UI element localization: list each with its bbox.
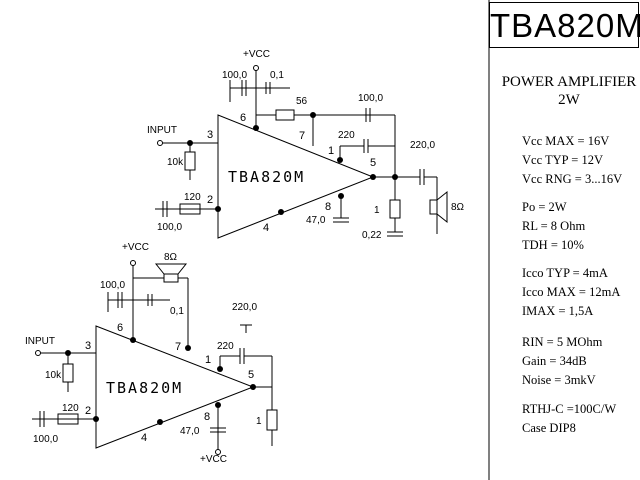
- c-supply2-bottom-label: 0,1: [170, 306, 184, 317]
- c220-top-label: 220: [338, 130, 355, 141]
- input-bottom-terminal: [35, 350, 41, 356]
- c-supply-top-label: 100,0: [222, 70, 247, 81]
- c-fb-top-label: 100,0: [157, 222, 182, 233]
- pin1-top: 1: [328, 145, 334, 157]
- spec-icco-typ: Icco TYP = 4mA: [522, 266, 608, 280]
- input-top-label: INPUT: [147, 125, 177, 136]
- spec-rin: RIN = 5 MOhm: [522, 335, 603, 349]
- pin3-bottom: 3: [85, 340, 91, 352]
- spec-rthj: RTHJ-C =100C/W: [522, 402, 617, 416]
- pin2-bottom: 2: [85, 405, 91, 417]
- pin7-bottom: 7: [175, 341, 181, 353]
- r1-top-label: 1: [374, 205, 380, 216]
- speaker-top-label: 8Ω: [451, 202, 465, 213]
- pin2-top: 2: [207, 194, 213, 206]
- speaker-bottom-label: 8Ω: [164, 252, 178, 263]
- pin6-node-top: [253, 125, 259, 131]
- vcc-top-terminal: [253, 65, 259, 71]
- input-bottom-label: INPUT: [25, 336, 55, 347]
- pin6-top: 6: [240, 112, 246, 124]
- chip-top-triangle: [217, 114, 375, 239]
- pin7-top: 7: [299, 130, 305, 142]
- r1-top: [389, 199, 401, 219]
- pin8-top: 8: [325, 201, 331, 213]
- c-supply2-top-label: 0,1: [270, 70, 284, 81]
- spec-vcc-typ: Vcc TYP = 12V: [522, 153, 603, 167]
- c220-bottom-label: 220: [217, 341, 234, 352]
- pin4-bottom: 4: [141, 432, 147, 444]
- speaker-top: [429, 199, 438, 215]
- heading-line-1: POWER AMPLIFIER: [501, 74, 637, 90]
- c47-top-label: 47,0: [306, 215, 326, 226]
- r120-bottom-label: 120: [62, 403, 79, 414]
- heading-line-2: 2W: [558, 92, 580, 108]
- r1-bottom: [266, 409, 278, 431]
- r10k-bottom: [62, 363, 74, 383]
- r120-top-label: 120: [184, 192, 201, 203]
- pin6-bottom: 6: [117, 322, 123, 334]
- r10k-top: [184, 151, 196, 171]
- r10k-top-label: 10k: [167, 157, 184, 168]
- chip-bottom-triangle: [95, 325, 255, 449]
- pin5-bottom: 5: [248, 369, 254, 381]
- vcc-bottom-bottom-terminal: [215, 449, 221, 455]
- r56-top-label: 56: [296, 96, 308, 107]
- chip-top-label: TBA820M: [228, 168, 305, 186]
- pin5-top: 5: [370, 157, 376, 169]
- speaker-bottom: [163, 273, 179, 283]
- r1-bottom-label: 1: [256, 416, 262, 427]
- pin1-bottom: 1: [205, 354, 211, 366]
- spec-vcc-range: Vcc RNG = 3...16V: [522, 172, 623, 186]
- spec-gain: Gain = 34dB: [522, 354, 587, 368]
- spec-imax: IMAX = 1,5A: [522, 304, 594, 318]
- spec-rl: RL = 8 Ohm: [522, 219, 586, 233]
- title-box: TBA820M: [489, 2, 640, 48]
- input-top-terminal: [157, 140, 163, 146]
- c022-top-label: 0,22: [362, 230, 382, 241]
- pin4-top: 4: [263, 222, 269, 234]
- pin3-top: 3: [207, 129, 213, 141]
- chip-bottom-label: TBA820M: [106, 379, 183, 397]
- spec-icco-max: Icco MAX = 12mA: [522, 285, 621, 299]
- spec-po: Po = 2W: [522, 200, 567, 214]
- pin8-bottom: 8: [204, 411, 210, 423]
- page-title: TBA820M: [490, 7, 640, 44]
- vcc-bottom-top-label: +VCC: [122, 242, 149, 253]
- spec-case: Case DIP8: [522, 421, 576, 435]
- c-boot-top-label: 100,0: [358, 93, 383, 104]
- spec-tdh: TDH = 10%: [522, 238, 584, 252]
- vcc-bottom-bottom-label: +VCC: [200, 454, 227, 465]
- c47-bottom-label: 47,0: [180, 426, 200, 437]
- vcc-bottom-top-terminal: [130, 260, 136, 266]
- pin6-node-bottom: [130, 337, 136, 343]
- c-supply-bottom-label: 100,0: [100, 280, 125, 291]
- r10k-bottom-label: 10k: [45, 370, 62, 381]
- c-fb-bottom-label: 100,0: [33, 434, 58, 445]
- vcc-top-label: +VCC: [243, 49, 270, 60]
- c-out-top-label: 220,0: [410, 140, 435, 151]
- r56-top: [275, 109, 295, 121]
- circuit-top: TBA820M +VCC 6 100,0 0,1 56 7 100,0 220: [147, 49, 465, 241]
- spec-noise: Noise = 3mkV: [522, 373, 596, 387]
- c-out-bottom-label: 220,0: [232, 302, 257, 313]
- circuit-bottom: TBA820M +VCC 6 8Ω 100,0 0,1 7 220,0 220: [25, 242, 278, 465]
- spec-vcc-max: Vcc MAX = 16V: [522, 134, 610, 148]
